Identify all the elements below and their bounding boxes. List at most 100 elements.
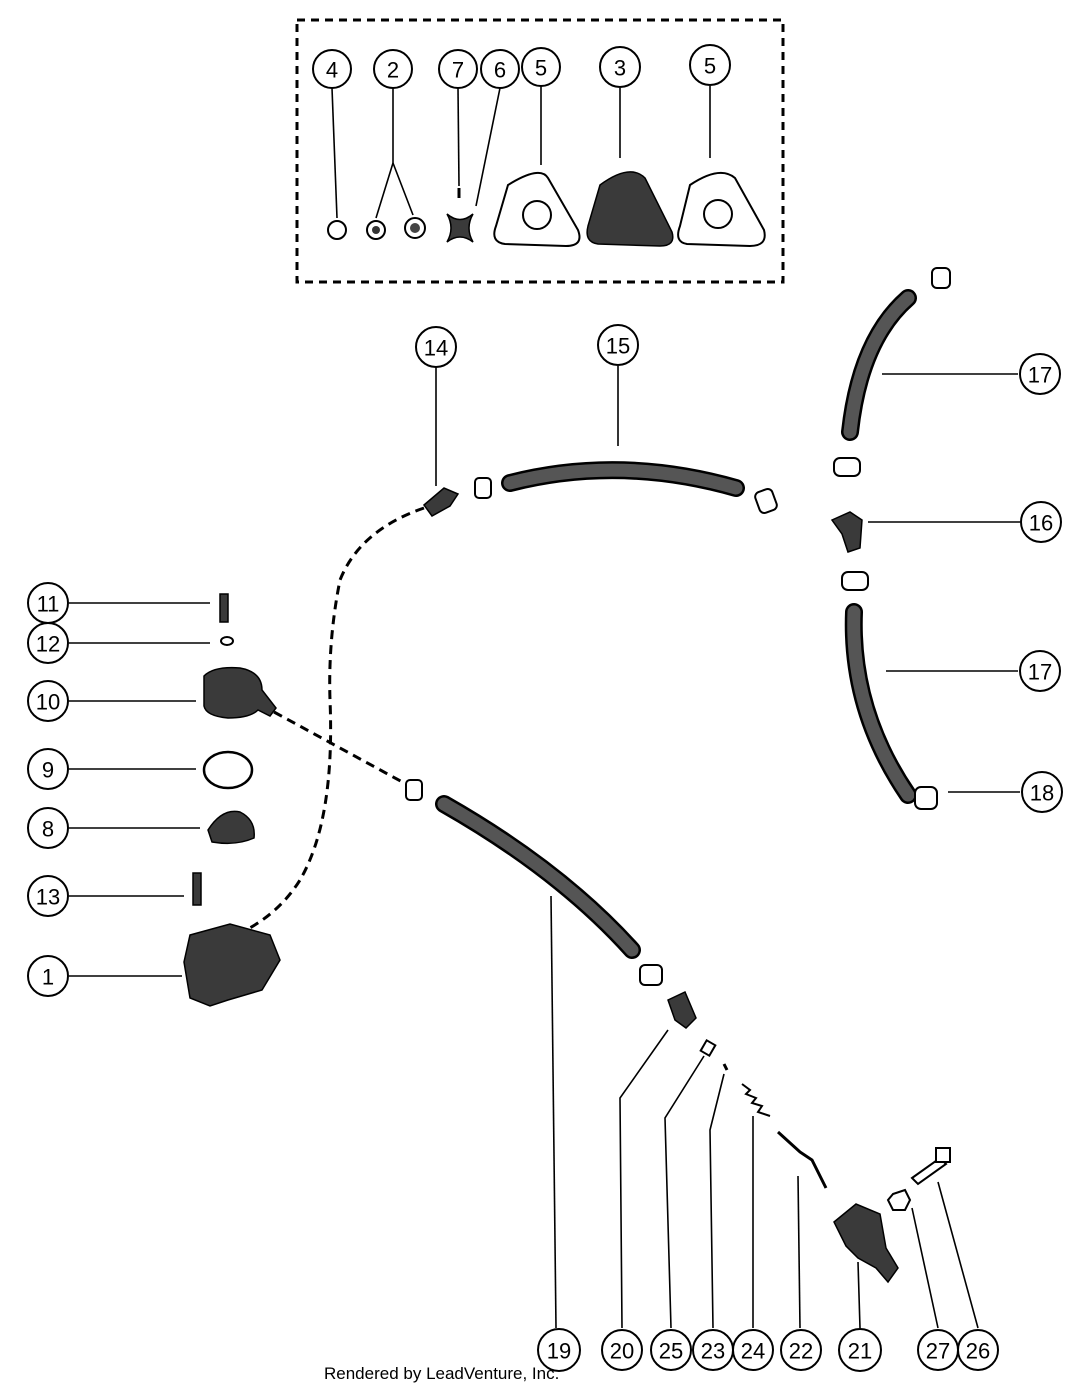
leader-7 xyxy=(457,87,460,187)
callout-17a-label: 17 xyxy=(1028,363,1052,388)
callout-15-label: 15 xyxy=(606,334,630,359)
callout-14-label: 14 xyxy=(424,336,448,361)
leader-4 xyxy=(331,87,338,219)
callout-12-label: 12 xyxy=(36,632,60,657)
callout-7: 7 xyxy=(438,49,478,89)
clamp-14 xyxy=(474,477,492,499)
callout-17b-label: 17 xyxy=(1028,660,1052,685)
part-9-oring xyxy=(202,750,254,790)
callout-11: 11 xyxy=(27,582,69,624)
callout-27-label: 27 xyxy=(926,1339,950,1364)
leader-2c xyxy=(392,162,414,216)
callout-9-label: 9 xyxy=(42,758,54,783)
callout-18: 18 xyxy=(1021,771,1063,813)
leader-26 xyxy=(937,1181,979,1329)
callout-24-label: 24 xyxy=(741,1339,765,1364)
callout-4: 4 xyxy=(312,49,352,89)
fuel-line-dashed-2 xyxy=(273,710,407,786)
clamps-fittings xyxy=(405,267,951,1189)
part-6-impeller xyxy=(446,213,474,243)
part-26-bolt xyxy=(910,1156,948,1186)
part-12-washer xyxy=(220,636,234,646)
part-13-screw xyxy=(192,872,202,906)
callout-17a: 17 xyxy=(1019,353,1061,395)
callout-23-label: 23 xyxy=(701,1339,725,1364)
hoses xyxy=(435,289,917,959)
part-16-tee xyxy=(830,511,863,553)
clamp-19-lower xyxy=(639,964,663,986)
callout-8-label: 8 xyxy=(42,817,54,842)
callout-10: 10 xyxy=(27,680,69,722)
part-2-bearing-b-inner xyxy=(410,223,420,233)
callout-9: 9 xyxy=(27,748,69,790)
leader-19 xyxy=(550,895,557,1329)
part-10-cover xyxy=(203,666,277,719)
callout-13: 13 xyxy=(27,875,69,917)
part-21-bracket xyxy=(833,1203,899,1284)
callout-15: 15 xyxy=(597,324,639,366)
fuel-line-dashed-1 xyxy=(245,506,425,932)
callout-19-label: 19 xyxy=(547,1339,571,1364)
part-11-screw xyxy=(219,593,229,623)
leader-27 xyxy=(911,1207,939,1329)
leader-lines xyxy=(69,86,1020,1329)
part-2-bearing-a-inner xyxy=(372,226,380,234)
callout-6-label: 6 xyxy=(494,58,506,83)
callout-22: 22 xyxy=(780,1329,822,1371)
part-23-ball xyxy=(722,1063,729,1071)
leader-23 xyxy=(709,1073,725,1329)
callout-3-label: 3 xyxy=(614,56,626,81)
callout-10-label: 10 xyxy=(36,690,60,715)
part-5-gasket-left-hole xyxy=(522,200,552,230)
kit-box xyxy=(295,18,785,284)
callout-21: 21 xyxy=(838,1328,882,1372)
leader-2b xyxy=(375,162,394,219)
clamp-16-lower xyxy=(841,571,869,591)
callout-21-label: 21 xyxy=(848,1339,872,1364)
callout-19: 19 xyxy=(537,1328,581,1372)
part-24-spring xyxy=(741,1083,771,1117)
part-22-valve xyxy=(776,1130,828,1189)
callout-16: 16 xyxy=(1020,501,1062,543)
hose-17-lower-fill xyxy=(847,605,915,802)
callout-1: 1 xyxy=(27,955,69,997)
callout-24: 24 xyxy=(732,1329,774,1371)
part-4-oring xyxy=(327,220,347,240)
part-5-gasket-right-hole xyxy=(703,199,733,229)
clamp-15-right xyxy=(754,487,778,515)
callout-26: 26 xyxy=(957,1329,999,1371)
callout-16-label: 16 xyxy=(1029,511,1053,536)
part-20-fitting xyxy=(667,990,697,1029)
part-3-plate xyxy=(586,171,674,247)
callout-11-label: 11 xyxy=(37,592,60,617)
hose-17-upper-fill xyxy=(843,291,915,439)
callout-2: 2 xyxy=(373,49,413,89)
callout-7-label: 7 xyxy=(452,58,464,83)
leader-25 xyxy=(664,1055,705,1329)
callout-20: 20 xyxy=(601,1329,643,1371)
callout-5a-label: 5 xyxy=(535,56,547,81)
callout-14: 14 xyxy=(415,326,457,368)
part-25-check xyxy=(699,1038,717,1058)
pump-parts xyxy=(183,593,951,1284)
leader-22 xyxy=(797,1175,801,1329)
footer-credit: Rendered by LeadVenture, Inc. xyxy=(324,1364,560,1383)
leader-6 xyxy=(475,87,501,207)
callout-13-label: 13 xyxy=(36,885,60,910)
callout-18-label: 18 xyxy=(1030,781,1054,806)
callout-23: 23 xyxy=(692,1329,734,1371)
clamp-16-upper xyxy=(833,457,861,477)
clamp-19-upper xyxy=(405,779,423,801)
callout-3: 3 xyxy=(599,46,641,88)
callout-26-label: 26 xyxy=(966,1339,990,1364)
part-26-bolt-head xyxy=(935,1147,951,1163)
leader-21 xyxy=(857,1261,861,1329)
callout-2-label: 2 xyxy=(387,58,399,83)
callout-22-label: 22 xyxy=(789,1339,813,1364)
callout-6: 6 xyxy=(480,49,520,89)
callout-5b-label: 5 xyxy=(704,54,716,79)
callout-12: 12 xyxy=(27,622,69,664)
part-27-nut xyxy=(886,1188,912,1211)
part-8-diaphragm xyxy=(207,810,255,845)
part-14-fitting xyxy=(422,487,460,517)
